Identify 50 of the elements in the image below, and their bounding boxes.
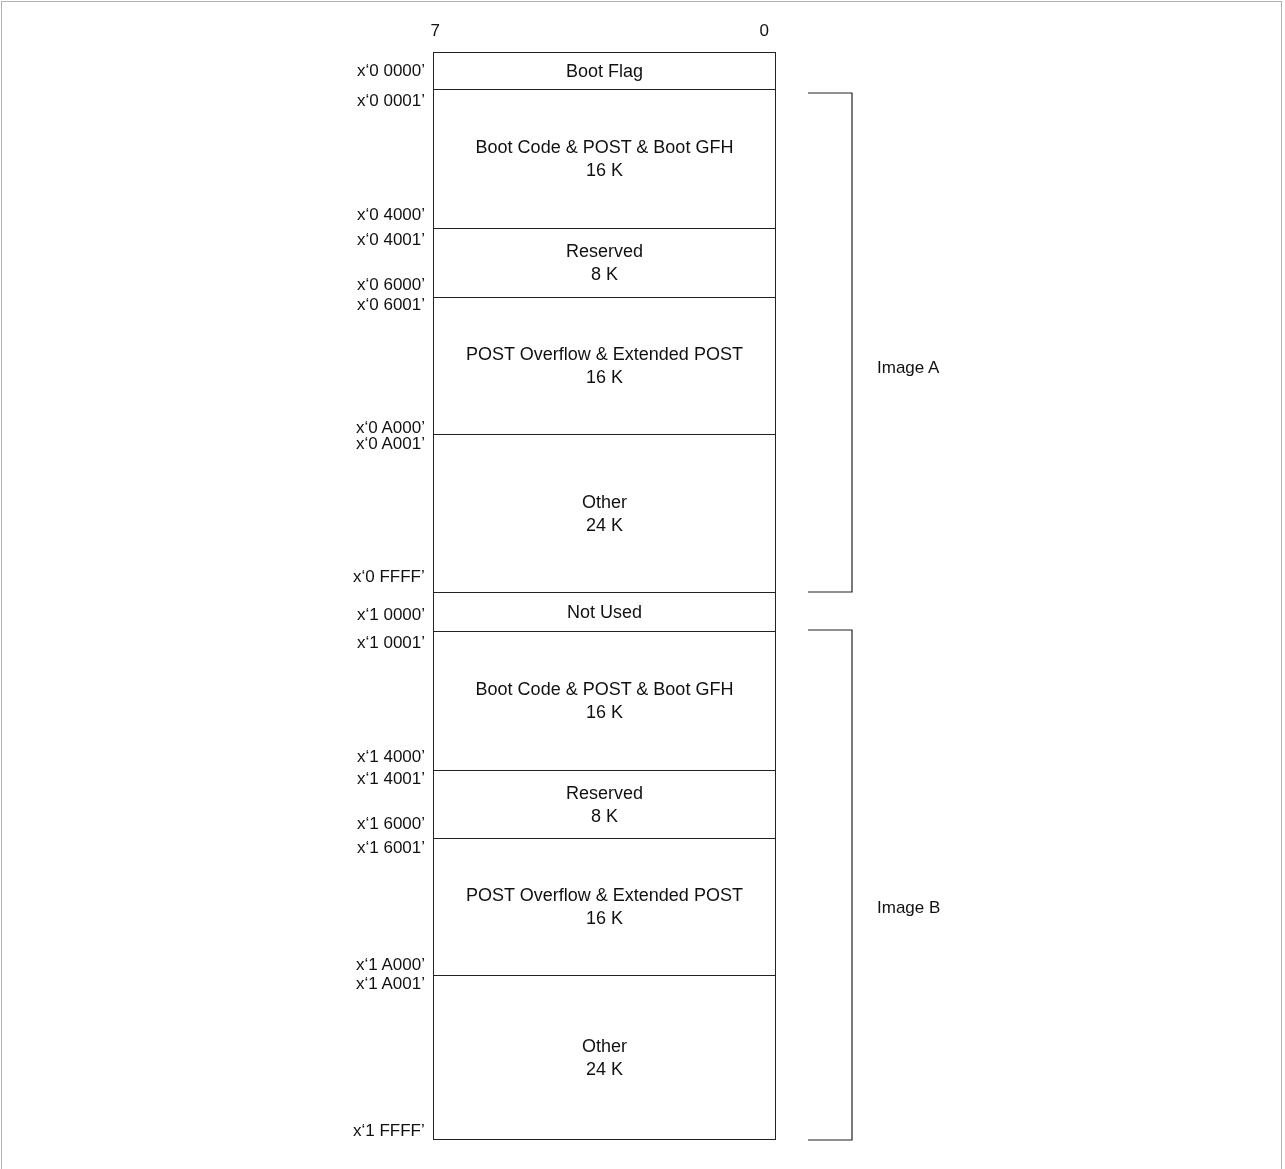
address-label: x‘0 0000’ <box>357 61 426 81</box>
segment-name: Other <box>582 490 627 514</box>
segment-size: 16 K <box>586 366 623 389</box>
segment-name: Boot Code & POST & Boot GFH <box>475 136 734 159</box>
segment-name: Boot Flag <box>565 59 643 83</box>
address-label: x‘1 FFFF’ <box>353 1121 425 1141</box>
segment-name: Other <box>582 1034 627 1058</box>
memory-segment <box>433 975 776 1140</box>
segment-size: 16 K <box>586 159 623 182</box>
segment-size: 16 K <box>586 701 623 724</box>
segment-name: Reserved <box>565 240 643 263</box>
address-label: x‘1 4001’ <box>357 769 426 789</box>
address-label: x‘1 A000’ <box>356 955 425 975</box>
segment-size: 8 K <box>591 804 618 828</box>
segment-size: 24 K <box>586 1057 623 1081</box>
address-label: x‘0 6000’ <box>357 275 426 295</box>
segment-name: Not Used <box>566 600 642 624</box>
segment-size: 16 K <box>586 907 623 930</box>
memory-segment <box>433 297 776 435</box>
address-label: x‘0 6001’ <box>357 295 426 315</box>
memory-segment <box>433 592 776 632</box>
memory-segment <box>433 228 776 298</box>
memory-segment <box>433 838 776 976</box>
address-label: x‘1 0001’ <box>357 633 426 653</box>
address-label: x‘1 0000’ <box>357 605 426 625</box>
memory-segment <box>433 52 776 90</box>
segment-name: Boot Code & POST & Boot GFH <box>475 678 734 701</box>
segment-name: POST Overflow & Extended POST <box>466 343 743 366</box>
address-label: x‘1 A001’ <box>356 974 425 994</box>
bit-number: 0 <box>759 21 769 41</box>
segment-size: 24 K <box>586 513 623 537</box>
address-label: x‘1 4000’ <box>357 747 426 767</box>
region-label: Image B <box>877 898 941 918</box>
address-label: x‘0 A001’ <box>356 434 425 454</box>
address-label: x‘0 4001’ <box>357 230 426 250</box>
address-label: x‘0 A000’ <box>356 418 425 437</box>
segment-name: POST Overflow & Extended POST <box>466 884 743 907</box>
memory-segment <box>433 770 776 839</box>
memory-segment <box>433 89 776 229</box>
memory-segment <box>433 434 776 593</box>
bit-number: 7 <box>430 21 440 41</box>
segment-name: Reserved <box>565 781 643 805</box>
segment-size: 8 K <box>591 263 618 286</box>
address-label: x‘0 FFFF’ <box>353 567 425 587</box>
address-label: x‘1 6001’ <box>357 838 426 858</box>
address-label: x‘0 0001’ <box>357 91 426 111</box>
address-label: x‘1 6000’ <box>357 814 426 834</box>
memory-segment <box>433 631 776 771</box>
address-label: x‘0 4000’ <box>357 205 426 225</box>
region-label: Image A <box>877 358 940 378</box>
